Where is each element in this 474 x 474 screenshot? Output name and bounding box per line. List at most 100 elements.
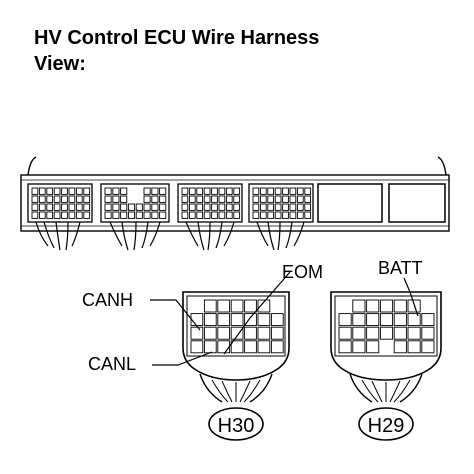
pin-cell: [46, 187, 54, 195]
pin-cell: [196, 195, 204, 203]
diagram-title: HV Control ECU Wire Harness: [34, 27, 320, 49]
pin-cell: [120, 211, 128, 219]
connector-code-h29: H29: [368, 415, 405, 437]
pin-cell: [135, 203, 143, 211]
pin-cell: [159, 211, 167, 219]
callout-canh: CANH: [82, 290, 133, 310]
pin-cell: [104, 187, 112, 195]
pin-cell: [338, 326, 352, 340]
pin-cell: [143, 211, 151, 219]
ecu-connector-2: [100, 183, 170, 223]
pin-cell: [379, 326, 394, 340]
pin-cell: [252, 195, 260, 203]
pin-cell: [38, 203, 46, 211]
pin-cell: [338, 313, 352, 327]
pin-cell: [393, 299, 407, 313]
pin-cell: [127, 211, 136, 219]
pin-cell: [352, 299, 366, 313]
pin-cell: [304, 187, 312, 195]
pin-cell: [233, 195, 241, 203]
pin-cell: [225, 195, 233, 203]
pin-cell: [366, 313, 380, 327]
pin-cell: [421, 313, 435, 327]
pin-cell: [217, 340, 231, 354]
pin-cell: [304, 211, 312, 219]
pin-cell: [211, 195, 218, 203]
pin-cell: [352, 340, 366, 354]
pin-cell: [196, 211, 204, 219]
pin-cell: [252, 211, 260, 219]
leader-line-canl: [152, 351, 213, 366]
pin-cell: [203, 313, 217, 327]
pin-cell: [83, 211, 91, 219]
pin-cell: [151, 195, 159, 203]
pin-cell: [352, 313, 366, 327]
pin-cell: [393, 326, 407, 340]
pin-cell: [282, 203, 289, 211]
pin-cell: [46, 203, 54, 211]
pin-cell: [296, 203, 304, 211]
pin-cell: [120, 195, 128, 203]
pin-cell: [75, 195, 83, 203]
pin-cell: [289, 195, 297, 203]
pin-cell: [53, 211, 61, 219]
pin-cell: [259, 203, 267, 211]
pin-cell: [31, 187, 39, 195]
pin-cell: [120, 203, 128, 211]
pin-cell: [143, 203, 151, 211]
pin-cell: [296, 211, 304, 219]
pin-cell: [407, 340, 421, 354]
pin-cell: [366, 326, 380, 340]
leader-line-eom: [223, 271, 291, 355]
pin-cell: [274, 203, 282, 211]
pin-cell: [188, 195, 196, 203]
pin-cell: [274, 211, 282, 219]
pin-cell: [252, 187, 260, 195]
pin-cell: [38, 211, 46, 219]
pin-cell: [151, 203, 159, 211]
pin-cell: [421, 340, 435, 354]
pin-cell: [38, 195, 46, 203]
pin-cell: [196, 187, 204, 195]
pin-cell: [304, 195, 312, 203]
callout-batt: BATT: [378, 258, 423, 278]
pin-cell: [31, 211, 39, 219]
pin-cell: [230, 299, 244, 313]
pin-cell: [75, 211, 83, 219]
pin-cell: [407, 313, 421, 327]
pin-cell: [244, 340, 257, 354]
pin-cell: [203, 195, 211, 203]
pin-cell: [203, 326, 217, 340]
connector-h29: H29: [330, 291, 442, 441]
pin-cell: [68, 187, 76, 195]
ecu-blank-slot-1: [317, 183, 383, 223]
diagram-subtitle: View:: [34, 53, 86, 75]
pin-cell: [188, 187, 196, 195]
pin-cell: [257, 340, 271, 354]
ecu-connector-3: [177, 183, 243, 223]
pin-cell: [135, 211, 143, 219]
pin-cell: [289, 211, 297, 219]
pin-cell: [217, 326, 231, 340]
connector-code-oval-left: [208, 407, 264, 441]
pin-cell: [159, 195, 167, 203]
pin-cell: [83, 187, 91, 195]
pin-cell: [181, 187, 189, 195]
pin-cell: [289, 203, 297, 211]
pin-cell: [203, 211, 211, 219]
pin-cell: [257, 326, 271, 340]
pin-cell: [83, 203, 91, 211]
pin-cell: [190, 340, 204, 354]
pin-cell: [188, 203, 196, 211]
connector-code-oval-right: [358, 407, 414, 441]
leader-line-batt: [403, 277, 419, 317]
pin-cell: [190, 313, 204, 327]
pin-cell: [421, 326, 435, 340]
pin-cell: [53, 203, 61, 211]
pin-cell: [61, 187, 68, 195]
pin-cell: [270, 340, 284, 354]
pin-cell: [75, 203, 83, 211]
pin-cell: [143, 195, 151, 203]
pin-cell: [257, 299, 271, 313]
pin-cell: [225, 211, 233, 219]
